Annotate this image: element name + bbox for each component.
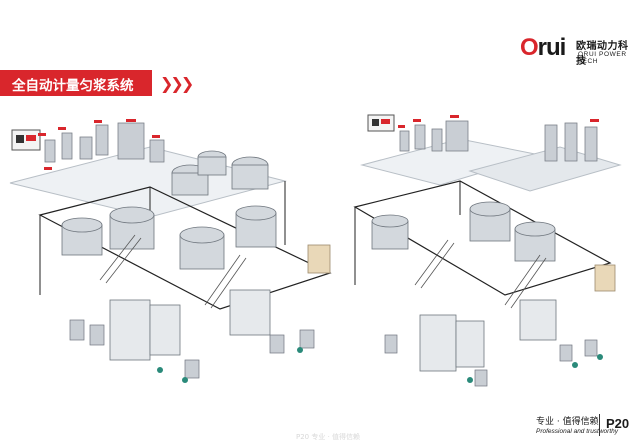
system-illustration	[9, 114, 622, 387]
title-arrows: ❯❯❯	[160, 74, 194, 93]
brand-logo: Orui 欧瑞动力科技 ORUI POWER TECH	[520, 34, 638, 67]
page-number-label: P20	[606, 416, 630, 431]
watermark: P20 专业 · 值得信赖	[296, 433, 361, 441]
brand-name-cn: 欧瑞动力科技	[576, 41, 629, 67]
section-title: 全自动计量匀浆系统	[12, 78, 134, 94]
section-title-bar: 全自动计量匀浆系统	[0, 70, 152, 96]
right-system	[353, 114, 622, 387]
footer-slogan: 专业 · 值得信赖 Professional and trustworthy	[536, 414, 619, 435]
left-system	[9, 119, 332, 383]
brand-name-en: ORUI POWER TECH	[578, 51, 627, 65]
page-number: P20	[599, 414, 638, 436]
slogan-cn: 专业 · 值得信赖	[536, 417, 599, 427]
slogan-en: Professional and trustworthy	[536, 428, 619, 435]
logo-mark: Orui	[520, 34, 566, 61]
